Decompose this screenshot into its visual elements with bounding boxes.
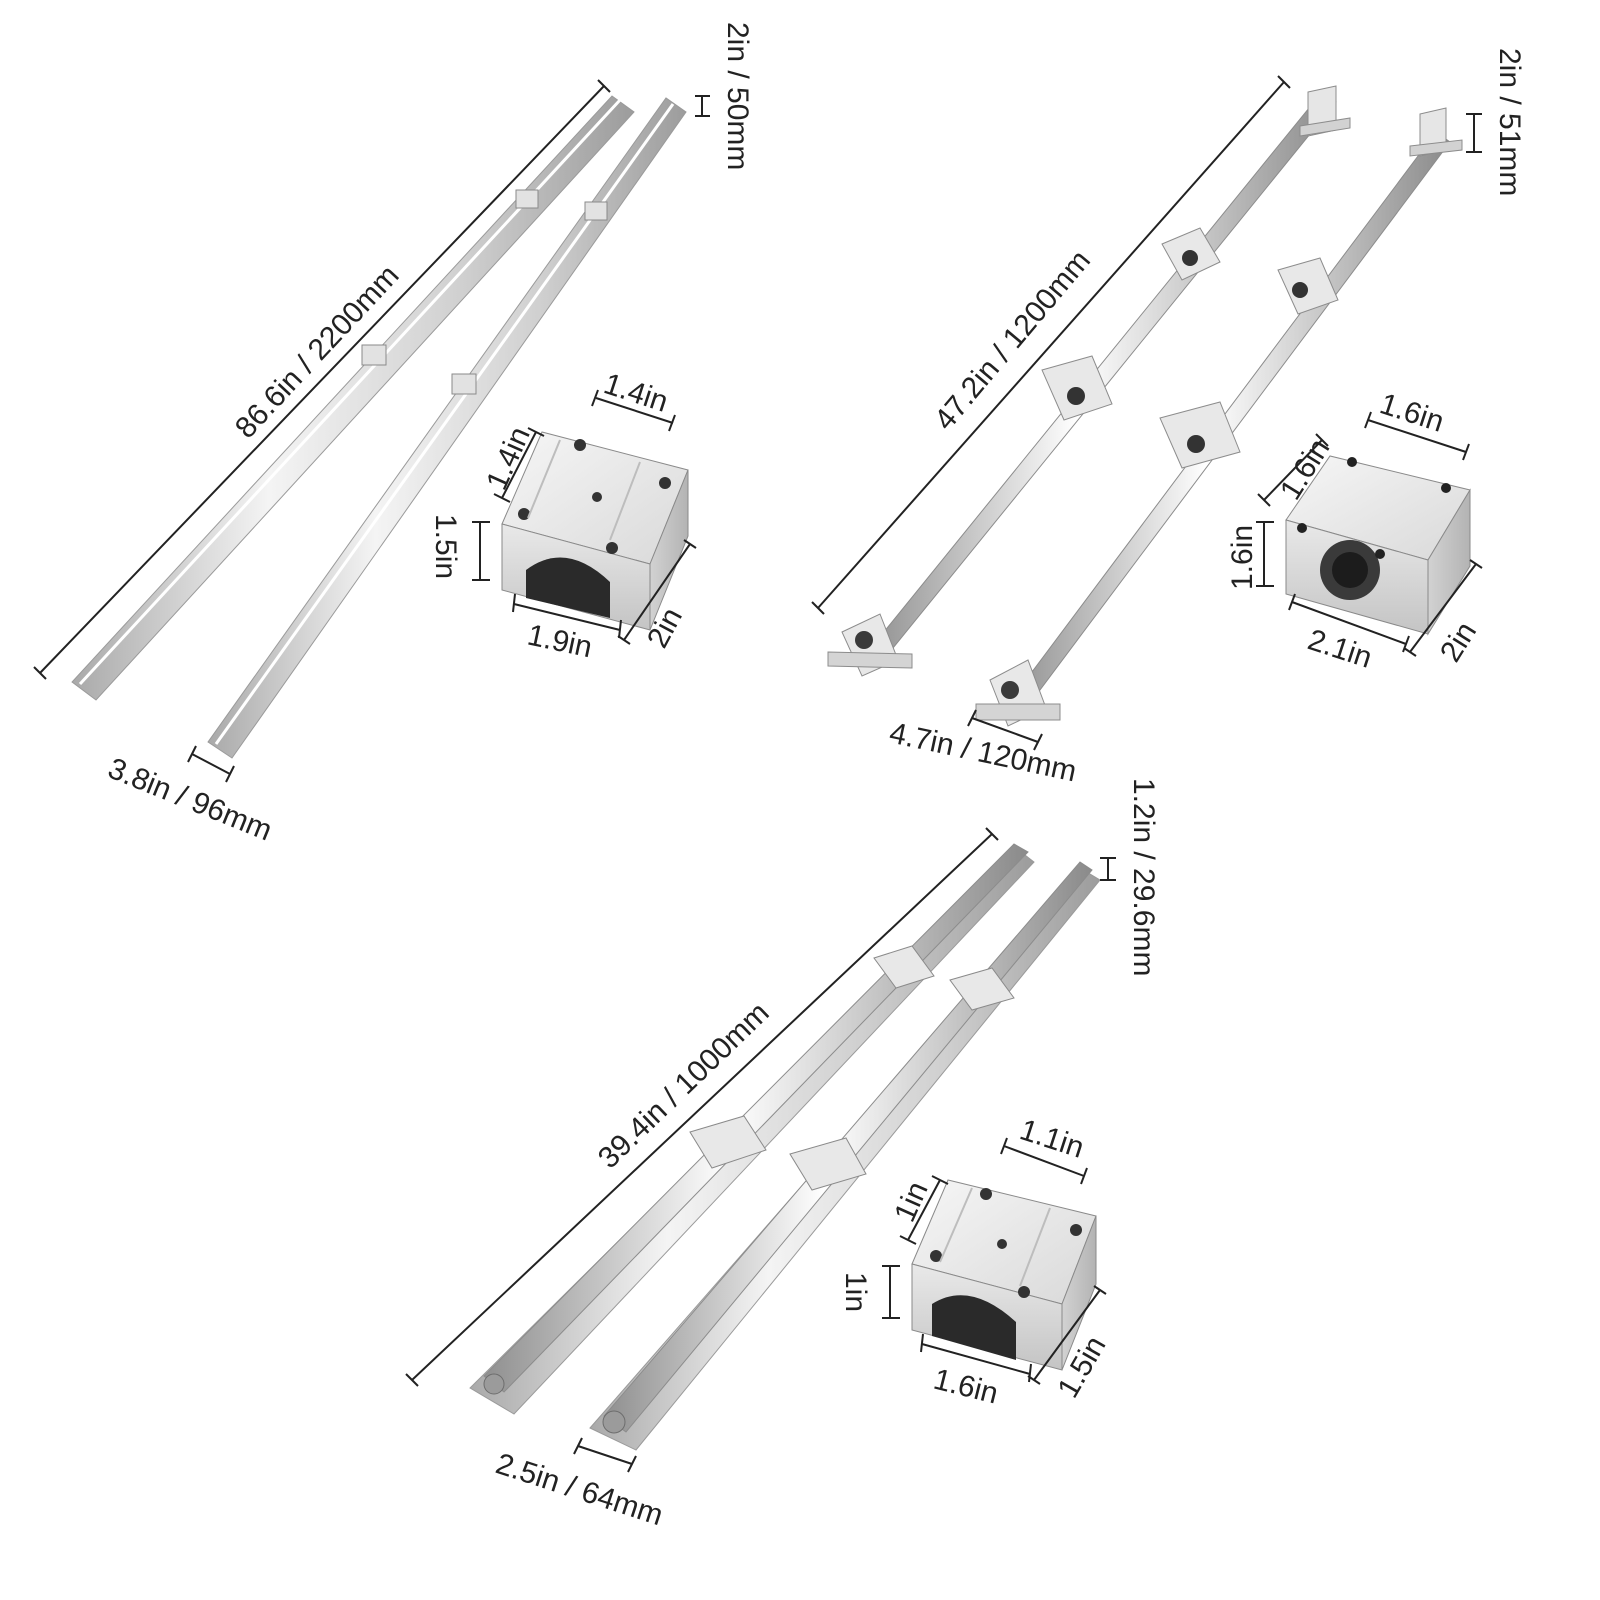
kit-2-height-label: 2in / 51mm [1493,48,1526,196]
kit-3-block-top-depth: 1in [888,1177,934,1227]
kit-1-height-dimension: 2in / 50mm [695,22,754,170]
kit-1-rails [71,95,687,759]
carriage-block [361,189,608,395]
kit-2-height-dimension: 2in / 51mm [1466,48,1526,196]
carriage-block [689,945,1015,1191]
kit-1-spacing-label: 3.8in / 96mm [103,752,276,848]
kit-2-block-depth: 2in [1434,616,1483,667]
rail-2-right [207,97,687,759]
kit-2-shafts [827,85,1463,727]
kit-2-spacing-label: 4.7in / 120mm [887,717,1080,789]
kit-2-block-height: 1.6in [1226,525,1259,590]
kit-1-height-label: 2in / 50mm [721,22,754,170]
kit-3-height-label: 1.2in / 29.6mm [1127,778,1160,976]
kit-1-block-height: 1.5in [429,514,462,579]
kit-2-block-width: 2.1in [1304,623,1376,674]
kit-1-block-detail [501,431,689,631]
kit-3-spacing-label: 2.5in / 64mm [492,1447,667,1532]
shaft-support [827,85,1463,727]
pillow-block [1041,227,1339,469]
kit-1-spacing-dimension: 3.8in / 96mm [103,745,277,848]
kit-2-length-dimension: 47.2in / 1200mm [811,75,1291,615]
kit-2-block-top-width: 1.6in [1376,387,1448,438]
kit-3-block-detail [911,1179,1097,1371]
kit-3-height-dimension: 1.2in / 29.6mm [1100,778,1160,976]
kit-3-block-height: 1in [839,1272,872,1312]
kit-3-block-width: 1.6in [930,1363,1001,1411]
rail-1-left [71,95,635,701]
kit-3-rails [469,843,1101,1451]
kit-3-spacing-dimension: 2.5in / 64mm [492,1437,667,1532]
kit-2-block-detail [1285,455,1471,636]
kit-1-block-width: 1.9in [525,619,596,665]
kit-3-block-top-width: 1.1in [1016,1113,1088,1164]
kit-2-spacing-dimension: 4.7in / 120mm [887,709,1080,789]
